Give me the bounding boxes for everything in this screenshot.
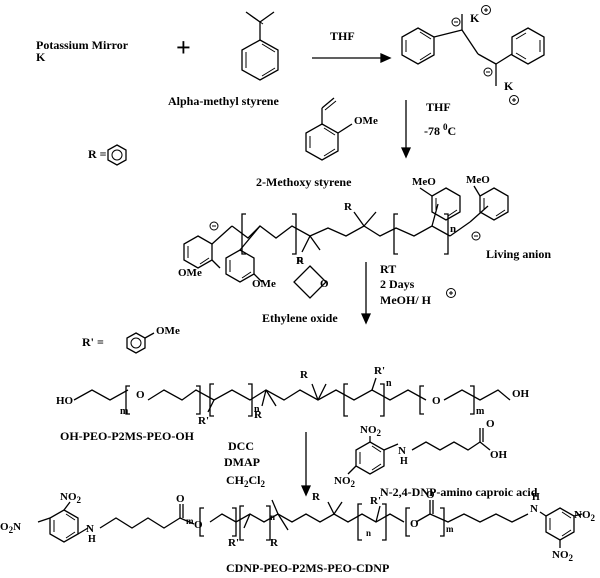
arrow3-condition-1: RT	[380, 262, 396, 276]
ethylene-oxide-name: Ethylene oxide	[262, 311, 338, 325]
diol-end-right: OH	[512, 388, 530, 400]
dnp-acid-name: N-2,4-DNP-amino caproic acid	[380, 485, 538, 499]
dnp-h: H	[400, 456, 408, 467]
dnp-no2-top: NO2	[360, 424, 382, 438]
diol-n-left: n	[254, 404, 260, 415]
living-n-1: n	[297, 253, 303, 265]
diol-r-prime-right: R'	[374, 365, 385, 377]
triblock-diol-structure	[73, 377, 511, 417]
final-no2-right: NO2	[574, 509, 596, 523]
final-r-prime-right: R'	[370, 495, 381, 507]
diol-r-left: R	[254, 409, 263, 421]
final-r-prime-left: R'	[228, 537, 239, 549]
reagent-dmap: DMAP	[224, 455, 260, 469]
monomer-name: Alpha-methyl styrene	[168, 94, 279, 108]
reagent-symbol: K	[36, 50, 46, 64]
living-r-1: R	[296, 255, 305, 267]
final-r-right: R	[312, 491, 321, 503]
living-n-2: n	[450, 223, 456, 235]
arrow3-quench: MeOH/ H	[380, 293, 432, 307]
r-prime-definition: R' =	[82, 335, 104, 349]
r-definition: R =	[88, 147, 107, 161]
final-r-left: R	[270, 537, 279, 549]
final-nh-left: N	[86, 523, 94, 535]
methoxy-group: OMe	[354, 115, 378, 127]
plus-sign: +	[176, 33, 191, 62]
final-carbonyl-right: O	[426, 489, 435, 501]
acid-oh: OH	[490, 449, 508, 461]
dnp-no2-bottom: NO2	[334, 475, 356, 489]
epoxide-oxygen: O	[320, 278, 329, 290]
r-prime-methoxy: OMe	[156, 325, 180, 337]
living-r-2: R	[344, 201, 353, 213]
dnp-acid-structure	[347, 428, 491, 475]
final-m-left: m	[186, 516, 194, 526]
acid-carbonyl-o: O	[486, 418, 495, 430]
dnp-nh: N	[398, 445, 406, 457]
final-o2n-left: O2N	[0, 521, 21, 535]
diol-m-left: m	[120, 406, 129, 417]
arrow-head-1	[380, 52, 392, 64]
arrow-head-3	[360, 313, 372, 325]
final-carbonyl-left: O	[176, 493, 185, 505]
diol-n-right: n	[386, 378, 392, 389]
diol-o-right: O	[432, 395, 441, 407]
anisyl-icon	[126, 332, 155, 354]
arrow2-temperature: -78 0C	[424, 122, 456, 138]
arrow-head-2	[400, 147, 412, 159]
monomer2-name: 2-Methoxy styrene	[256, 175, 352, 189]
diol-o-left: O	[136, 389, 145, 401]
reagent-dcm: CH2Cl2	[226, 473, 266, 489]
final-no2-bottom: NO2	[552, 549, 574, 563]
living-ome-1: OMe	[178, 267, 202, 279]
diol-end-left: HO	[56, 395, 74, 407]
diol-r-right: R	[300, 369, 309, 381]
final-product-name: CDNP-PEO-P2MS-PEO-CDNP	[226, 561, 389, 575]
final-n-right: n	[366, 528, 371, 538]
final-ester-o-left: O	[194, 519, 203, 531]
arrow2-solvent: THF	[426, 100, 451, 114]
reagent-dcc: DCC	[228, 439, 254, 453]
final-h-left: H	[88, 534, 96, 545]
arrow3-condition-2: 2 Days	[380, 277, 415, 291]
dianion-counterion-top: K	[470, 11, 480, 25]
diol-r-prime-left: R'	[198, 415, 209, 427]
methoxy-styrene-structure	[305, 97, 353, 161]
final-nh-right: N	[530, 503, 538, 515]
arrow-head-4	[300, 485, 312, 497]
arrow1-solvent: THF	[330, 29, 355, 43]
ethylene-oxide-structure	[293, 265, 327, 299]
alpha-methyl-styrene-structure	[241, 11, 279, 81]
living-meo-1: MeO	[412, 176, 436, 188]
dianion-structure	[401, 5, 545, 105]
final-product-structure	[37, 499, 583, 548]
diol-m-right: m	[476, 406, 485, 417]
reagent-name: Potassium Mirror	[36, 38, 129, 52]
final-n-left: n	[270, 512, 275, 522]
phenyl-icon	[107, 144, 127, 166]
triblock-diol-name: OH-PEO-P2MS-PEO-OH	[60, 429, 195, 443]
living-ome-2: OMe	[252, 278, 276, 290]
living-anion-structure	[183, 185, 509, 283]
dianion-counterion-bottom: K	[504, 79, 514, 93]
proton-charge	[446, 288, 456, 298]
final-h-right: H	[532, 492, 540, 503]
final-ester-o-right: O	[410, 518, 419, 530]
final-no2-left: NO2	[60, 491, 82, 505]
living-meo-2: MeO	[466, 174, 490, 186]
living-anion-label: Living anion	[486, 247, 551, 261]
final-m-right: m	[446, 524, 454, 534]
